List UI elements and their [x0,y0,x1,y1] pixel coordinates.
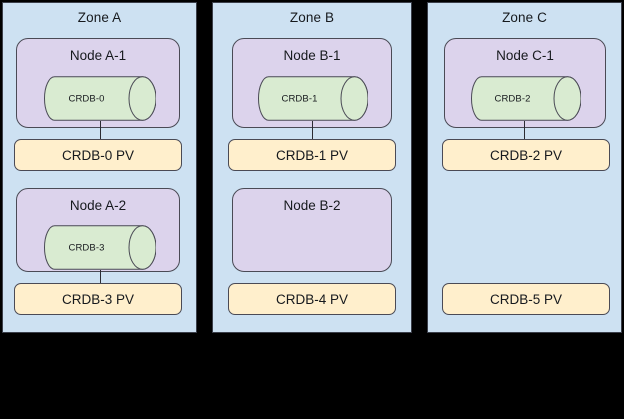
node-title: Node C-1 [496,48,554,63]
pod-crdb-0[interactable]: CRDB-0 [44,76,156,121]
pv-label: CRDB-4 PV [275,291,348,307]
pod-label: CRDB-1 [281,93,318,104]
pod-label: CRDB-0 [68,93,105,104]
pod-crdb-3[interactable]: CRDB-3 [44,225,156,270]
cylinder-icon [44,76,156,121]
pv-crdb-3-pv[interactable]: CRDB-3 PV [14,283,182,315]
node-title: Node B-1 [283,48,341,63]
pv-label: CRDB-1 PV [275,147,348,163]
connector-line [524,121,525,139]
cylinder-icon [258,76,368,121]
pod-label: CRDB-2 [494,93,531,104]
node-title: Node A-1 [69,48,127,63]
pv-crdb-5-pv[interactable]: CRDB-5 PV [442,283,610,315]
zone-title: Zone C [502,10,547,25]
pv-label: CRDB-2 PV [489,147,562,163]
zone-title: Zone A [77,10,122,25]
pv-crdb-4-pv[interactable]: CRDB-4 PV [228,283,396,315]
zone-title: Zone B [289,10,335,25]
cylinder-icon [471,76,581,121]
pv-crdb-0-pv[interactable]: CRDB-0 PV [14,139,182,171]
pv-label: CRDB-5 PV [489,291,562,307]
pv-label: CRDB-0 PV [61,147,134,163]
cylinder-icon [44,225,156,270]
connector-line [100,270,101,283]
node-title: Node B-2 [283,198,341,213]
node-title: Node A-2 [69,198,127,213]
pod-crdb-1[interactable]: CRDB-1 [258,76,368,121]
connector-line [100,121,101,139]
pod-label: CRDB-3 [68,242,105,253]
pv-crdb-2-pv[interactable]: CRDB-2 PV [442,139,610,171]
pv-crdb-1-pv[interactable]: CRDB-1 PV [228,139,396,171]
pod-crdb-2[interactable]: CRDB-2 [471,76,581,121]
pv-label: CRDB-3 PV [61,291,134,307]
connector-line [312,121,313,139]
node-node-b-2[interactable]: Node B-2 [232,188,392,272]
